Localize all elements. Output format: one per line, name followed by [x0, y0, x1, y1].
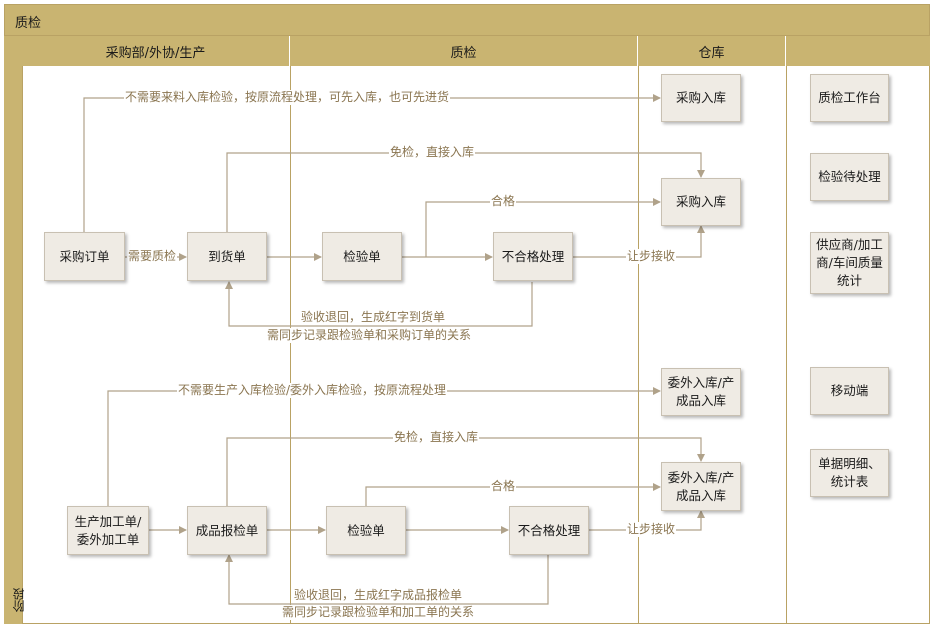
- stage-column: 阶段: [4, 36, 26, 624]
- label-pass-2: 合格: [490, 479, 517, 494]
- feature-stats-line2: 商/车间质量: [816, 255, 883, 270]
- node-finished-inspection-report[interactable]: 成品报检单: [187, 506, 267, 555]
- feature-stats-line3: 统计: [836, 273, 862, 288]
- arrow-concession-1: [573, 225, 705, 258]
- arrow-pass-1: [425, 198, 661, 257]
- node-nonconform-2[interactable]: 不合格处理: [509, 506, 589, 555]
- label-need-inspect: 需要质检: [127, 249, 178, 264]
- label-return-2-line2: 需同步记录跟检验单和加工单的关系: [281, 605, 476, 620]
- label-exempt-1: 免检，直接入库: [389, 145, 476, 160]
- node-inspection-2[interactable]: 检验单: [326, 506, 406, 555]
- lane-divider: [786, 66, 787, 624]
- label-pass-1: 合格: [490, 194, 517, 209]
- node-outsource-stock-in-top[interactable]: 委外入库/产成品入库: [661, 368, 741, 416]
- label-exempt-2: 免检，直接入库: [393, 430, 480, 445]
- label-no-inspect-prod: 不需要生产入库检验/委外入库检验，按原流程处理: [177, 383, 448, 398]
- feature-pending-inspection[interactable]: 检验待处理: [810, 153, 889, 201]
- lane-header-qc: 质检: [290, 36, 638, 66]
- node-outsource-mid-line1: 委外入库/产: [667, 469, 735, 485]
- node-purchase-order[interactable]: 采购订单: [44, 232, 125, 281]
- feature-qc-workbench[interactable]: 质检工作台: [810, 74, 889, 122]
- feature-mobile[interactable]: 移动端: [810, 367, 889, 415]
- node-outsource-stock-in-mid[interactable]: 委外入库/产成品入库: [661, 462, 741, 511]
- arrow-exempt-1: [226, 152, 705, 232]
- label-no-inspect-purchase: 不需要来料入库检验，按原流程处理，可先入库，也可先进货: [124, 90, 451, 105]
- feature-detail-line2: 统计表: [830, 474, 869, 489]
- label-return-1-line2: 需同步记录跟检验单和采购订单的关系: [266, 328, 473, 343]
- label-concession-1: 让步接收: [626, 249, 677, 264]
- node-production-order-line2: 委外加工单: [76, 531, 140, 547]
- node-outsource-top-line2: 成品入库: [675, 393, 726, 408]
- feature-document-details[interactable]: 单据明细、统计表: [810, 449, 889, 497]
- lane-divider: [638, 66, 639, 624]
- node-outsource-mid-line2: 成品入库: [675, 487, 726, 503]
- lane-header-features: [786, 36, 930, 66]
- arrow-exempt-2: [226, 437, 705, 506]
- swimlane-frame: [4, 4, 930, 624]
- node-nonconform-1[interactable]: 不合格处理: [493, 232, 573, 281]
- feature-stats-line1: 供应商/加工: [816, 237, 883, 252]
- label-return-2-line1: 验收退回，生成红字成品报检单: [293, 588, 464, 603]
- node-purchase-stock-in-mid[interactable]: 采购入库: [661, 178, 741, 226]
- node-purchase-stock-in-top[interactable]: 采购入库: [661, 74, 741, 122]
- title-bar: 质检: [4, 4, 930, 36]
- feature-detail-line1: 单据明细、: [818, 456, 881, 471]
- node-outsource-top-line1: 委外入库/产: [667, 375, 735, 390]
- arrow-no-inspect-purchase: [83, 94, 661, 232]
- lane-header-warehouse: 仓库: [638, 36, 786, 66]
- arrow-return-1: [225, 281, 533, 327]
- node-arrival-note[interactable]: 到货单: [187, 232, 267, 281]
- node-production-order-line1: 生产加工单/: [74, 513, 142, 529]
- arrow-return-2: [225, 554, 549, 605]
- label-return-1-line1: 验收退回，生成红字到货单: [300, 310, 447, 325]
- arrow-no-inspect-prod: [107, 387, 661, 506]
- feature-quality-statistics[interactable]: 供应商/加工商/车间质量统计: [810, 232, 889, 294]
- arrow-pass-2: [365, 483, 661, 506]
- lane-divider: [290, 66, 291, 624]
- node-inspection-1[interactable]: 检验单: [322, 232, 402, 281]
- diagram-title: 质检: [15, 16, 42, 31]
- lane-header-purchase: 采购部/外协/生产: [22, 36, 290, 66]
- label-concession-2: 让步接收: [626, 522, 677, 537]
- node-production-order[interactable]: 生产加工单/委外加工单: [67, 506, 149, 555]
